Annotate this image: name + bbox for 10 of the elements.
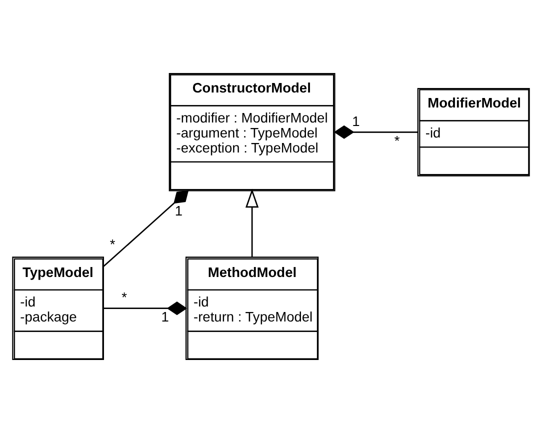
label: * xyxy=(394,133,400,148)
label: 1 xyxy=(352,114,360,129)
connector xyxy=(103,190,189,267)
label: * xyxy=(122,290,128,306)
arrow xyxy=(245,188,259,257)
connector xyxy=(334,125,418,139)
label: 1 xyxy=(161,310,169,325)
label: * xyxy=(110,236,116,252)
label: 1 xyxy=(174,204,183,219)
connector xyxy=(104,302,188,316)
